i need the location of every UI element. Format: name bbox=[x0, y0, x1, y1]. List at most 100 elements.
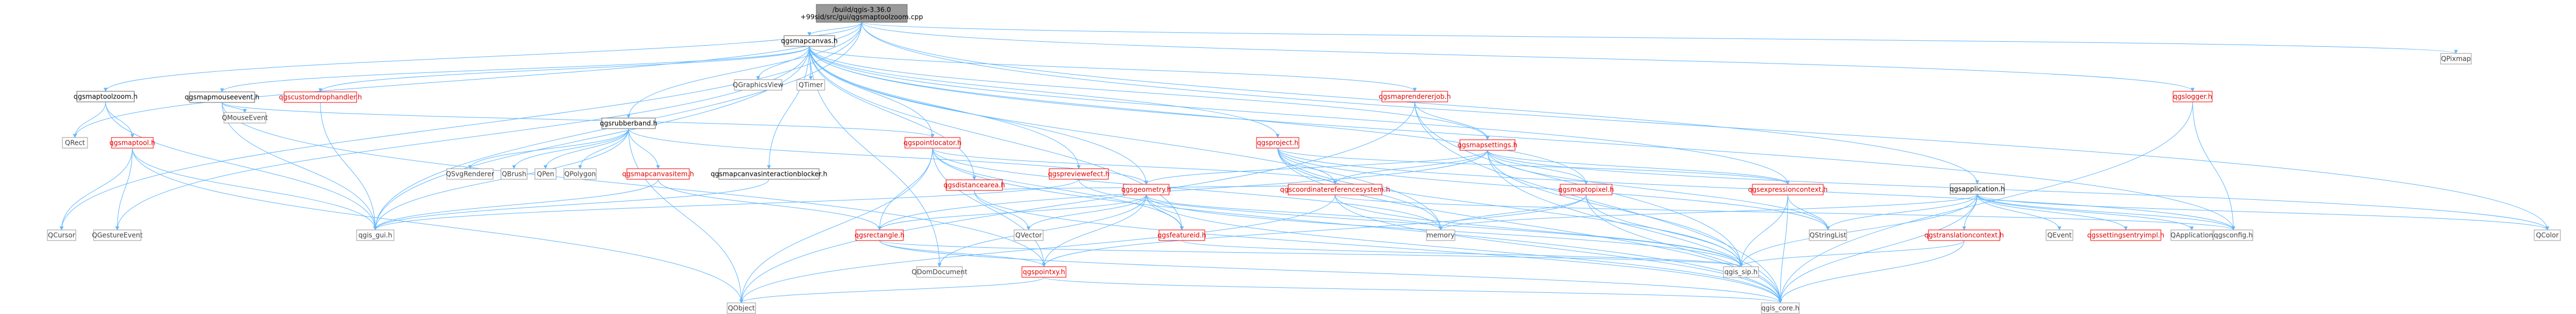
node-box bbox=[500, 168, 528, 180]
edge-qgsmapcanvasitem_h-to-qgsrectangle_h bbox=[658, 179, 882, 230]
node-qgssettingsentryimpl-h[interactable]: qgssettingsentryimpl.h bbox=[2087, 229, 2164, 241]
node-box bbox=[2440, 53, 2472, 65]
edge-root-to-QCursor bbox=[60, 22, 862, 230]
node-qgsrubberband-h[interactable]: qgsrubberband.h bbox=[600, 117, 658, 129]
node-box bbox=[1123, 184, 1170, 195]
edge-qgsgeometry_h-to-qgis_core_h bbox=[1146, 194, 1783, 303]
edge-qgsmapsettings_h-to-qgsgeometry_h bbox=[1144, 150, 1488, 185]
node-label: qgsexpressioncontext.h bbox=[1748, 186, 1828, 194]
node-label: qgscoordinatereferencesystem.h bbox=[1280, 186, 1390, 194]
edge-qgsmapcanvasitem_h-to-qgis_gui_h bbox=[373, 179, 659, 230]
node-label: QCursor bbox=[48, 232, 75, 239]
node-qgsdistancearea-h[interactable]: qgsdistancearea.h bbox=[943, 179, 1005, 191]
node-label: qgsrectangle.h bbox=[855, 232, 905, 239]
edge-qgsmapsettings_h-to-qgsrectangle_h bbox=[878, 150, 1488, 230]
edge-qgsmapcanvas_h-to-qgsdistancearea_h bbox=[809, 46, 976, 180]
edge-qgsgeometry_h-to-memory bbox=[1146, 194, 1443, 230]
node-qgsmapcanvas-h[interactable]: qgsmapcanvas.h bbox=[781, 35, 838, 47]
node-qgscoordinatereferencesystem-h[interactable]: qgscoordinatereferencesystem.h bbox=[1280, 184, 1390, 195]
edge-qgsfeatureid_h-to-qgis_sip_h bbox=[1181, 240, 1743, 267]
node-box bbox=[796, 79, 825, 91]
edge-qgsmapmouseevent_h-to-qgspointlocator_h bbox=[222, 102, 934, 138]
node-box bbox=[1021, 266, 1067, 278]
node-label: qgsmaptopixel.h bbox=[1558, 186, 1614, 194]
node-qgsmaptoolzoom-h[interactable]: qgsmaptoolzoom.h bbox=[74, 91, 138, 102]
node-qgsfeatureid-h[interactable]: qgsfeatureid.h bbox=[1157, 229, 1206, 241]
edge-qgsmapcanvas_h-to-memory bbox=[809, 46, 1443, 230]
node-label: qgsmaprendererjob.h bbox=[1379, 93, 1451, 101]
node-qgscustomdrophandler-h[interactable]: qgscustomdrophandler.h bbox=[279, 91, 362, 103]
node-label: qgsmapsettings.h bbox=[1458, 141, 1517, 149]
edge-qgsmaprendererjob_h-to-QObject bbox=[739, 101, 1415, 303]
node-qgsmapsettings-h[interactable]: qgsmapsettings.h bbox=[1458, 139, 1517, 151]
node-qgspointxy-h[interactable]: qgspointxy.h bbox=[1021, 266, 1067, 278]
node-label: QBrush bbox=[501, 170, 526, 178]
edge-qgsmaptool_h-to-QCursor bbox=[60, 148, 133, 230]
node-box bbox=[2170, 229, 2213, 241]
node-QApplication: QApplication bbox=[2170, 229, 2213, 241]
node-box bbox=[1014, 229, 1044, 241]
node-label: qgsmaptool.h bbox=[109, 139, 155, 147]
node-label: qgslogger.h bbox=[2173, 93, 2212, 101]
node-qgsmaptopixel-h[interactable]: qgsmaptopixel.h bbox=[1558, 184, 1614, 195]
node-qgis-sip-h: qgis_sip.h bbox=[1723, 266, 1759, 278]
node-label: QPixmap bbox=[2441, 55, 2471, 63]
node-QMouseEvent: QMouseEvent bbox=[222, 112, 268, 124]
node-label: qgis_core.h bbox=[1761, 305, 1799, 312]
edge-root-to-qgsapplication_h bbox=[861, 22, 1979, 184]
edge-qgsmaptool_h-to-QGestureEvent bbox=[115, 148, 133, 230]
node-box bbox=[563, 168, 597, 180]
edge-qgsapplication_h-to-qgssettingsentryimpl_h bbox=[1977, 194, 2128, 230]
node-qgsmaptool-h[interactable]: qgsmaptool.h bbox=[109, 137, 155, 149]
edge-qgscoordinatereferencesystem_h-to-qgis_sip_h bbox=[1335, 194, 1743, 267]
node-label: QObject bbox=[728, 305, 755, 312]
node-qgstranslationcontext-h[interactable]: qgstranslationcontext.h bbox=[1925, 229, 2004, 241]
node-QTimer: QTimer bbox=[796, 79, 825, 91]
node-box bbox=[1560, 184, 1613, 195]
node-QColor: QColor bbox=[2534, 229, 2561, 241]
node-qgsmapcanvasitem-h[interactable]: qgsmapcanvasitem.h bbox=[622, 168, 694, 180]
node-qgspointlocator-h[interactable]: qgspointlocator.h bbox=[903, 137, 962, 149]
edge-qgspreviewefect_h-to-qgis_sip_h bbox=[1078, 179, 1743, 267]
node-label: qgis_sip.h bbox=[1725, 268, 1757, 276]
node-qgsapplication-h[interactable]: qgsapplication.h bbox=[1950, 183, 2005, 195]
edge-qgsmapsettings_h-to-qgis_sip_h bbox=[1487, 150, 1743, 267]
node-box bbox=[734, 79, 782, 91]
node-qgsexpressioncontext-h[interactable]: qgsexpressioncontext.h bbox=[1748, 184, 1828, 195]
node-qgsmapcanvasinteractionblocker-h[interactable]: qgsmapcanvasinteractionblocker.h bbox=[710, 168, 827, 180]
edge-qgsrubberband_h-to-QBrush bbox=[512, 128, 629, 169]
edge-root-to-QColor bbox=[861, 22, 2549, 230]
edge-qgsgeometry_h-to-qgspointxy_h bbox=[1042, 194, 1147, 267]
edge-qgsmapcanvas_h-to-qgspointlocator_h bbox=[809, 46, 934, 138]
edge-qgsproject_h-to-QStringList bbox=[1277, 148, 1830, 230]
node-label: qgsconfig.h bbox=[2214, 232, 2253, 239]
node-label: qgstranslationcontext.h bbox=[1925, 232, 2004, 239]
node-label: qgssettingsentryimpl.h bbox=[2087, 232, 2164, 239]
node-root[interactable]: /build/qgis-3.36.0+99sid/src/gui/qgsmapt… bbox=[801, 4, 923, 23]
node-qgsmapmouseevent-h[interactable]: qgsmapmouseevent.h bbox=[184, 91, 260, 103]
node-qgspreviewefect-h[interactable]: qgspreviewefect.h bbox=[1048, 168, 1110, 180]
node-box bbox=[783, 35, 835, 47]
node-QObject: QObject bbox=[727, 302, 756, 314]
edge-qgsrectangle_h-to-qgspointxy_h bbox=[879, 240, 1046, 267]
edge-qgsrubberband_h-to-qgsgeometry_h bbox=[628, 128, 1148, 185]
node-label: qgsmaptoolzoom.h bbox=[74, 93, 138, 101]
node-label: /build/qgis-3.36.0 bbox=[832, 6, 891, 14]
node-qgsmaprendererjob-h[interactable]: qgsmaprendererjob.h bbox=[1379, 91, 1451, 102]
edge-qgsexpressioncontext_h-to-QStringList bbox=[1788, 194, 1830, 230]
edge-qgspointxy_h-to-qgis_core_h bbox=[1044, 277, 1783, 303]
edge-qgsapplication_h-to-qgis_core_h bbox=[1778, 194, 1978, 303]
node-box bbox=[816, 4, 908, 23]
node-QPolygon: QPolygon bbox=[563, 168, 597, 180]
node-qgsgeometry-h[interactable]: qgsgeometry.h bbox=[1121, 184, 1171, 195]
node-box bbox=[1459, 139, 1516, 151]
node-qgsproject-h[interactable]: qgsproject.h bbox=[1256, 137, 1299, 149]
node-qgsrectangle-h[interactable]: qgsrectangle.h bbox=[855, 229, 905, 241]
edge-qgstranslationcontext_h-to-qgis_sip_h bbox=[1739, 240, 1965, 267]
node-qgslogger-h[interactable]: qgslogger.h bbox=[2173, 91, 2213, 102]
edge-qgsrubberband_h-to-qgsmapcanvasitem_h bbox=[628, 128, 660, 169]
edge-qgsdistancearea_h-to-qgis_core_h bbox=[974, 190, 1783, 303]
node-box bbox=[2213, 229, 2253, 241]
edge-qgsdistancearea_h-to-QVector bbox=[974, 190, 1031, 230]
